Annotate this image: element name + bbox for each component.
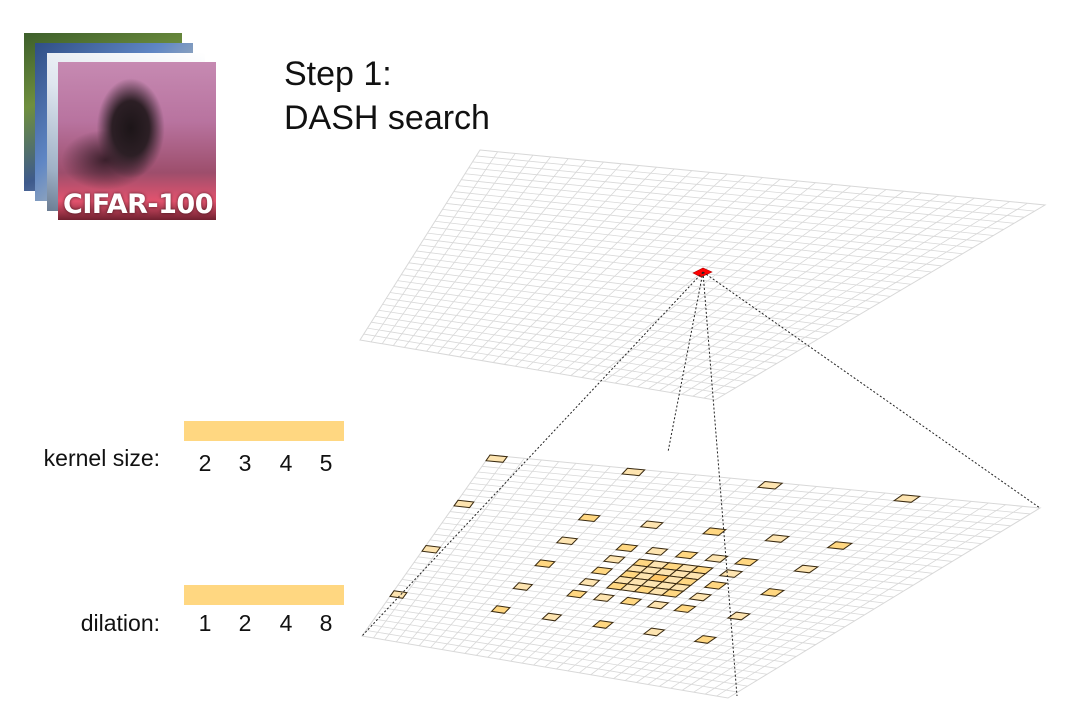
input-feature-map [362, 455, 1040, 698]
kernel-cell [486, 455, 507, 462]
dilation-option: 8 [311, 610, 341, 637]
kernel-size-bar [184, 421, 344, 441]
dilation-option: 2 [230, 610, 260, 637]
dilation-option: 4 [271, 610, 301, 637]
kernel-size-options: 2 3 4 5 [184, 450, 344, 480]
dilation-bar [184, 585, 344, 605]
kernel-cell [454, 500, 474, 507]
dilation-options: 1 2 4 8 [184, 610, 344, 640]
kernel-size-option: 4 [271, 450, 301, 477]
kernel-size-option: 5 [311, 450, 341, 477]
kernel-size-option: 2 [190, 450, 220, 477]
dilation-option: 1 [190, 610, 220, 637]
dilation-label: dilation: [0, 610, 160, 637]
kernel-size-option: 3 [230, 450, 260, 477]
kernel-size-label: kernel size: [0, 445, 160, 472]
output-feature-map [360, 150, 1045, 400]
